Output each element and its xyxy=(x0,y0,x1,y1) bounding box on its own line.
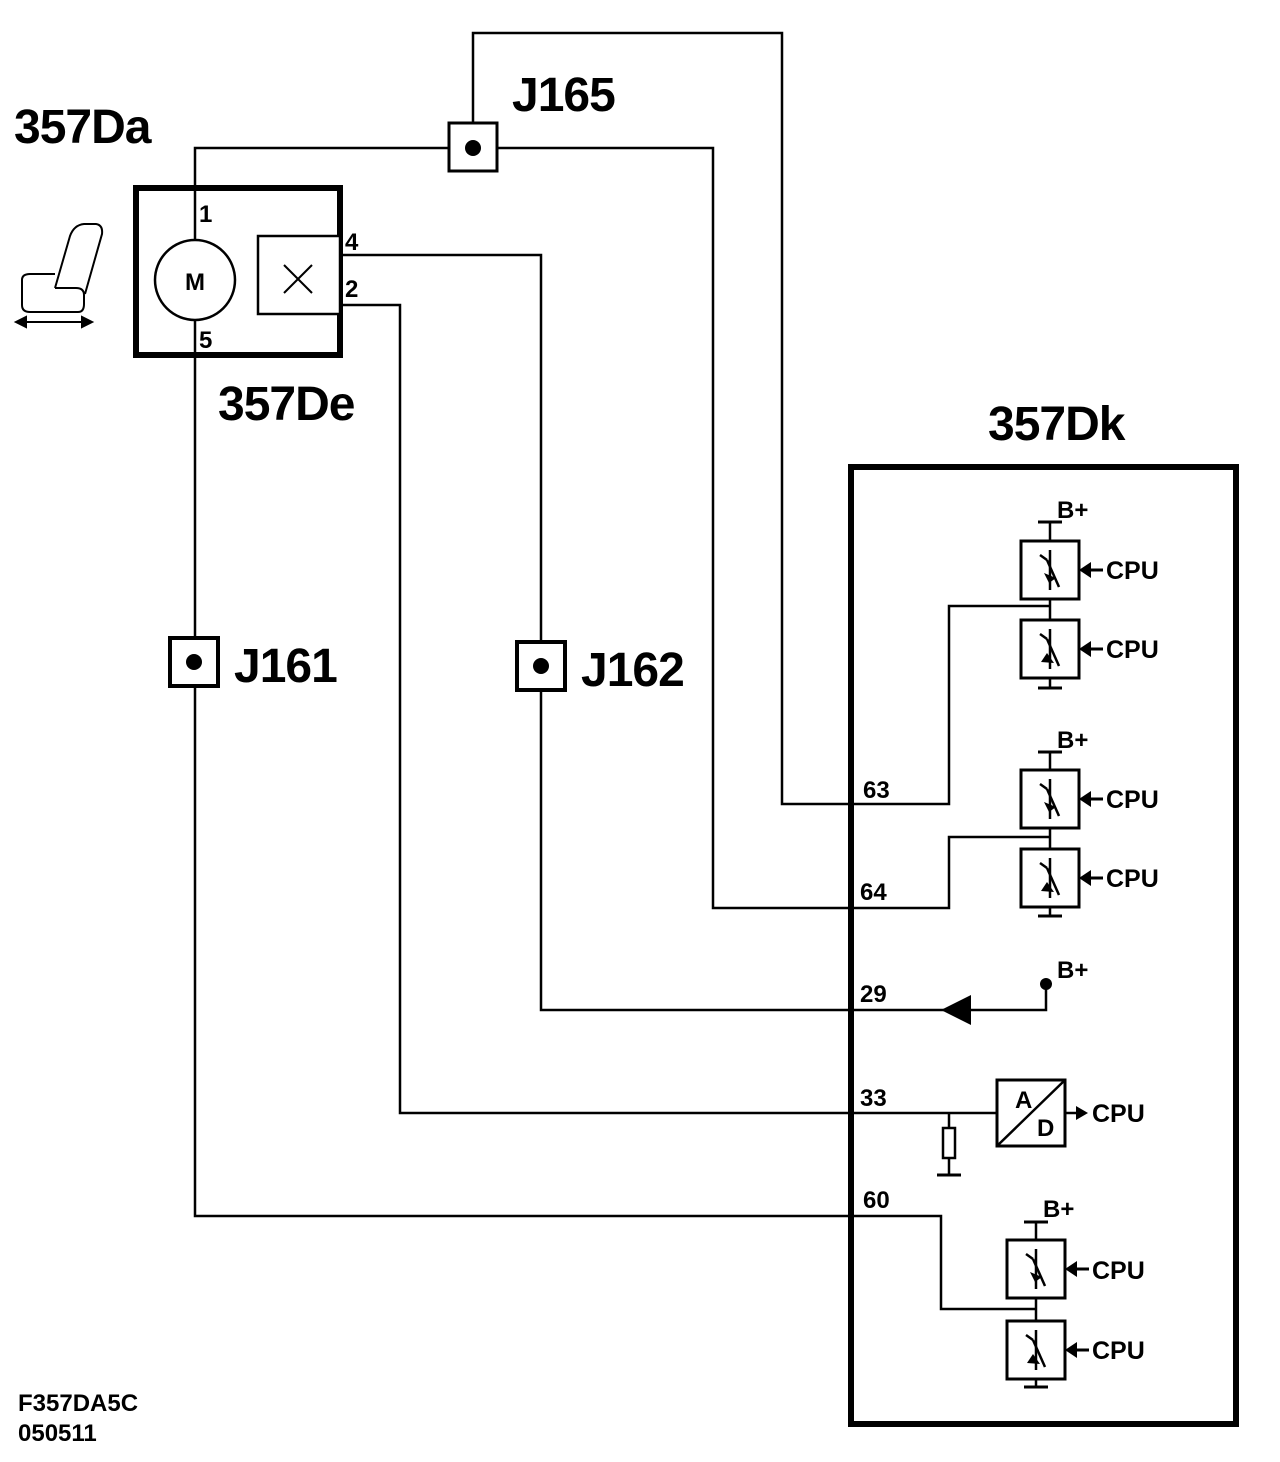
cpu-label-2: CPU xyxy=(1106,636,1159,664)
high-side-switch-3 xyxy=(1005,1238,1067,1300)
pin-4-label: 4 xyxy=(345,229,359,256)
cpu-arrow-3a xyxy=(1063,1259,1091,1279)
label-357de: 357De xyxy=(218,378,355,431)
pin-5-label: 5 xyxy=(199,327,212,354)
pin-29-label: 29 xyxy=(860,981,887,1008)
junction-j165 xyxy=(447,121,499,173)
control-module-box xyxy=(848,464,1239,1427)
supply-label-2: B+ xyxy=(1057,727,1088,754)
low-side-switch-2 xyxy=(1019,847,1081,909)
seat-icon xyxy=(13,223,104,329)
cpu-label-4: CPU xyxy=(1106,865,1159,893)
label-357da: 357Da xyxy=(14,101,152,154)
motor-symbol xyxy=(153,238,237,322)
supply-label-3: B+ xyxy=(1057,957,1088,984)
low-side-switch-3 xyxy=(1005,1319,1067,1381)
diagram-code: F357DA5C xyxy=(18,1390,138,1417)
label-j161: J161 xyxy=(234,640,337,693)
cpu-label-6: CPU xyxy=(1092,1257,1145,1285)
label-357dk: 357Dk xyxy=(988,398,1126,451)
cpu-label-3: CPU xyxy=(1106,786,1159,814)
cpu-arrow-2a xyxy=(1077,789,1105,809)
cpu-arrow-3b xyxy=(1063,1340,1091,1360)
label-j162: J162 xyxy=(581,644,684,697)
motor-label: M xyxy=(185,269,205,296)
pin-2-label: 2 xyxy=(345,276,358,303)
cpu-arrow-2b xyxy=(1077,868,1105,888)
pin-60-label: 60 xyxy=(863,1187,890,1214)
diagram-date: 050511 xyxy=(18,1420,97,1447)
cpu-label-7: CPU xyxy=(1092,1337,1145,1365)
position-sensor xyxy=(256,234,342,316)
pin-1-label: 1 xyxy=(199,201,212,228)
ad-label-d: D xyxy=(1037,1115,1054,1142)
switch-pair-2 xyxy=(1019,768,1105,909)
junction-j161 xyxy=(168,636,220,688)
supply-and-ground-markers xyxy=(937,520,1062,1389)
high-side-switch-2 xyxy=(1019,768,1081,830)
pin-33-label: 33 xyxy=(860,1085,887,1112)
switch-pair-1 xyxy=(1019,539,1105,680)
cpu-label-5: CPU xyxy=(1092,1100,1145,1128)
label-j165: J165 xyxy=(512,69,615,122)
junction-j162 xyxy=(515,640,567,692)
ad-converter: A D xyxy=(995,1078,1088,1148)
seat-motor-unit: M 1 5 4 2 xyxy=(133,185,359,358)
high-side-switch-1 xyxy=(1019,539,1081,601)
supply-label-1: B+ xyxy=(1057,497,1088,524)
pulldown-resistor xyxy=(941,1126,957,1160)
pin-64-label: 64 xyxy=(860,879,887,906)
supply-label-4: B+ xyxy=(1043,1196,1074,1223)
ad-label-a: A xyxy=(1015,1087,1032,1114)
low-side-switch-1 xyxy=(1019,618,1081,680)
pin-63-label: 63 xyxy=(863,777,890,804)
cpu-arrow-1a xyxy=(1077,560,1105,580)
cpu-arrow-1b xyxy=(1077,639,1105,659)
cpu-label-1: CPU xyxy=(1106,557,1159,585)
input-29-pullup xyxy=(941,978,1052,1025)
